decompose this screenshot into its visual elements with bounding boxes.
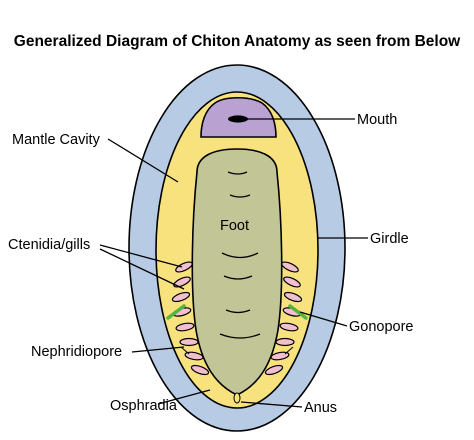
- mouth-opening: [228, 115, 248, 123]
- gill-filament: [275, 337, 295, 347]
- leader-osphradia: [157, 389, 211, 405]
- nephridiopore-right: [284, 346, 294, 355]
- gill-filament: [283, 291, 303, 303]
- label-osphradia: Osphradia: [110, 398, 178, 414]
- gonopore-right: [288, 304, 308, 320]
- foot-segment: [223, 275, 253, 280]
- gill-filament: [179, 337, 199, 347]
- gill-filament: [173, 276, 191, 288]
- foot-segments: [219, 171, 261, 339]
- gill-filament: [175, 322, 195, 332]
- diagram-title: Generalized Diagram of Chiton Anatomy as…: [13, 33, 461, 50]
- gill-filament: [283, 276, 301, 288]
- gonopore-left: [166, 304, 186, 320]
- label-foot: Foot: [220, 218, 249, 234]
- leader-ctenidia-1: [99, 244, 183, 268]
- label-anus: Anus: [304, 400, 337, 416]
- leader-nephridiopore: [131, 346, 185, 353]
- leader-gonopore: [299, 311, 348, 327]
- gill-filament: [279, 322, 299, 332]
- leader-ctenidia-2: [99, 248, 185, 290]
- foot-segment: [225, 309, 251, 314]
- foot-segment: [219, 333, 261, 339]
- foot-segment: [229, 194, 251, 198]
- foot-shape: [191, 148, 283, 396]
- leader-anus: [240, 401, 303, 408]
- gill-filament: [190, 364, 210, 376]
- label-gonopore: Gonopore: [349, 319, 414, 335]
- label-ctenidia: Ctenidia/gills: [8, 237, 90, 253]
- foot-segment: [227, 171, 248, 175]
- leader-lines: [99, 118, 368, 408]
- label-girdle: Girdle: [370, 231, 409, 247]
- gill-filament: [264, 364, 284, 376]
- foot-segment: [221, 252, 259, 259]
- label-nephridiopore: Nephridiopore: [31, 344, 122, 360]
- anus-opening: [233, 392, 241, 404]
- nephridiopore-left: [180, 346, 190, 355]
- leader-mantle-cavity: [107, 138, 179, 183]
- gills-left: [171, 261, 210, 376]
- gill-filament: [171, 291, 191, 303]
- label-mantle-cavity: Mantle Cavity: [12, 132, 101, 148]
- label-mouth: Mouth: [357, 112, 397, 128]
